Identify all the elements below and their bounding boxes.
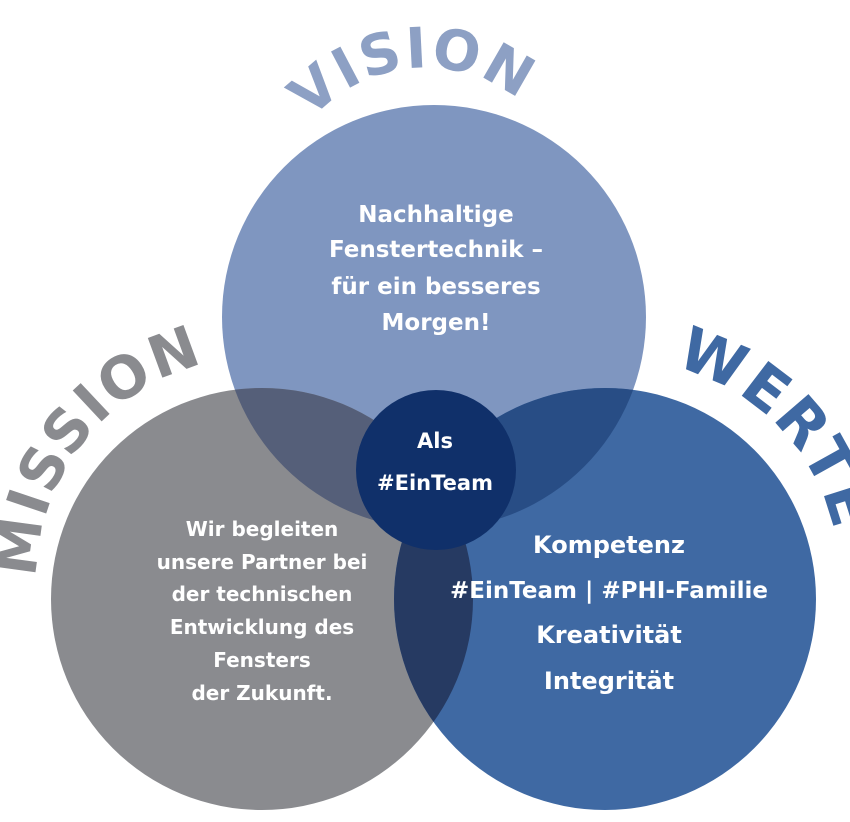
- center-circle: [356, 390, 516, 550]
- werte-text: Kompetenz #EinTeam | #PHI-Familie Kreati…: [450, 531, 768, 695]
- vision-line: Morgen!: [382, 310, 491, 336]
- mission-line: Wir begleiten: [186, 517, 339, 541]
- vision-line: für ein besseres: [331, 274, 540, 300]
- mission-text: Wir begleiten unsere Partner bei der tec…: [157, 517, 368, 705]
- center-text: Als #EinTeam: [377, 429, 493, 495]
- mission-line: der Zukunft.: [191, 681, 332, 705]
- mission-line: unsere Partner bei: [157, 550, 368, 574]
- mission-line: Fensters: [213, 648, 310, 672]
- werte-line: #EinTeam | #PHI-Familie: [450, 578, 768, 604]
- werte-line: Kreativität: [536, 621, 682, 649]
- vision-text: Nachhaltige Fenstertechnik – für ein bes…: [329, 202, 543, 336]
- werte-line: Kompetenz: [533, 531, 685, 559]
- werte-line: Integrität: [544, 667, 674, 695]
- mission-line: der technischen: [172, 582, 353, 606]
- center-line: Als: [417, 429, 453, 453]
- vision-line: Nachhaltige: [358, 202, 514, 228]
- center-line: #EinTeam: [377, 471, 493, 495]
- vision-line: Fenstertechnik –: [329, 237, 543, 263]
- mission-line: Entwicklung des: [170, 615, 354, 639]
